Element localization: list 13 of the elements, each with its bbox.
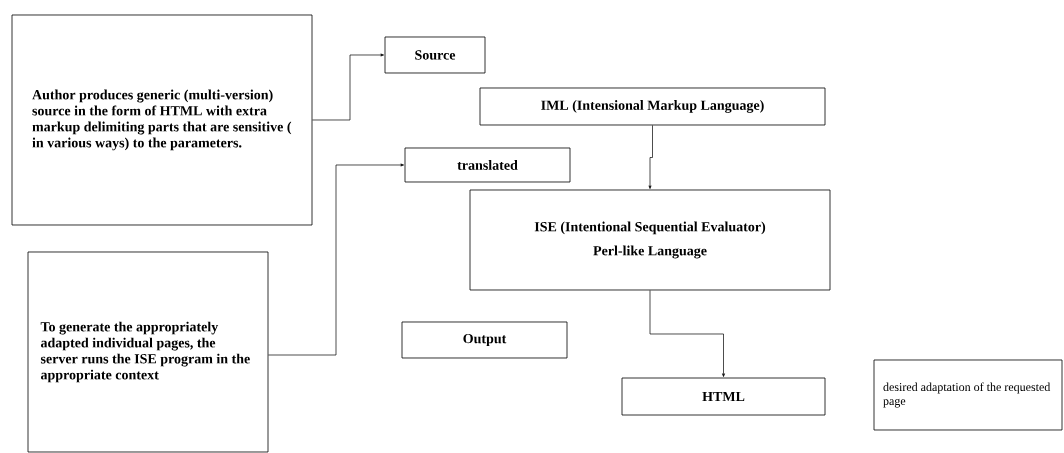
arrow (312, 53, 384, 121)
text-box: To generate the appropriately adapted individual pages, the server runs the ISE program in the appropriate context (27, 251, 269, 453)
arrow (268, 163, 404, 356)
text-box: Source (384, 36, 486, 74)
text-box: desired adaptation of the requested page (873, 359, 1063, 431)
text-box: Author produces generic (multi-version) source in the form of HTML with extra markup delimiting parts that are sensitive ( in various ways) to the parameters. (11, 14, 313, 226)
text-box: Output (401, 321, 568, 359)
arrow (648, 125, 653, 189)
text-box: ISE (Intentional Sequential Evaluator) Perl-like Language (469, 189, 831, 291)
text-box: IML (Intensional Markup Language) (479, 87, 826, 126)
arrow (649, 290, 725, 377)
text-box: translated (404, 147, 571, 183)
text-box: HTML (621, 377, 826, 416)
